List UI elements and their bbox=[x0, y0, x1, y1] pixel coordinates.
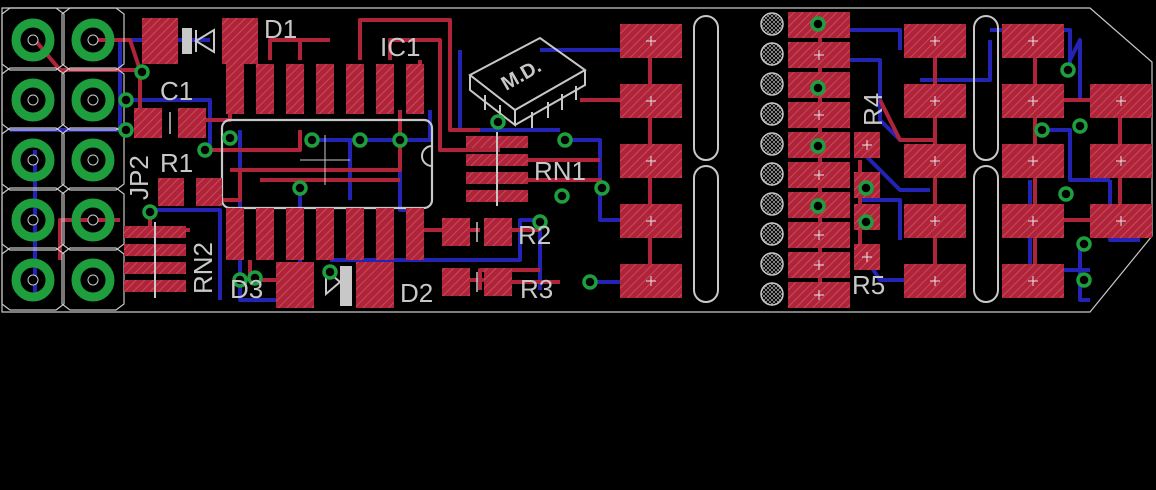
label-r5: R5 bbox=[852, 270, 885, 300]
label-r2: R2 bbox=[518, 220, 551, 250]
r2-r3-components bbox=[442, 218, 512, 296]
label-r1: R1 bbox=[160, 148, 193, 178]
label-ic1: IC1 bbox=[380, 32, 420, 62]
d2-d3-components bbox=[276, 262, 394, 308]
d1-component bbox=[142, 18, 258, 64]
pad-column-3 bbox=[1002, 24, 1064, 298]
label-d3: D3 bbox=[230, 274, 263, 304]
rn2-component bbox=[124, 222, 186, 298]
label-r4: R4 bbox=[858, 93, 888, 126]
slots bbox=[693, 15, 999, 303]
hole-column bbox=[760, 12, 784, 306]
r1-component bbox=[158, 178, 222, 206]
label-jp2: JP2 bbox=[124, 155, 154, 200]
label-d1: D1 bbox=[264, 14, 297, 44]
label-rn2: RN2 bbox=[188, 242, 218, 294]
c1-component bbox=[134, 108, 206, 138]
pad-column-4 bbox=[1090, 84, 1152, 238]
label-rn1: RN1 bbox=[534, 156, 586, 186]
label-d2: D2 bbox=[400, 278, 433, 308]
ic1-component bbox=[220, 64, 434, 260]
label-r3: R3 bbox=[520, 274, 553, 304]
vias bbox=[118, 16, 1092, 290]
label-c1: C1 bbox=[160, 76, 193, 106]
logo-text: M.D. bbox=[498, 55, 546, 95]
rn1-component bbox=[466, 132, 528, 206]
jp2-header bbox=[1, 7, 125, 311]
silkscreen-labels: D1 IC1 C1 R1 JP2 RN2 RN1 R2 R3 D3 D2 R4 … bbox=[124, 14, 888, 308]
